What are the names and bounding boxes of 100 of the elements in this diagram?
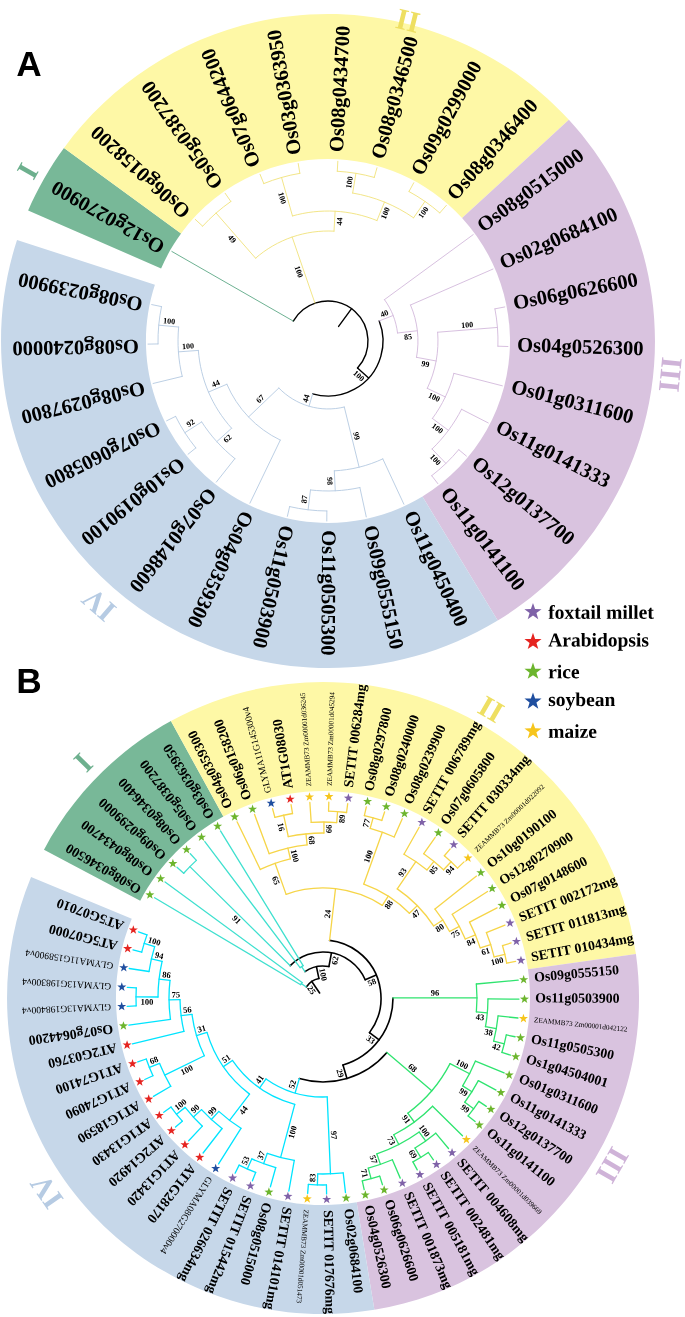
bootstrap-value: 100 <box>180 1065 193 1075</box>
bootstrap-value: 100 <box>174 1099 187 1111</box>
gene-label: AT1G08030 <box>272 719 293 788</box>
bootstrap-value: 100 <box>431 423 443 434</box>
bootstrap-value: 87 <box>301 495 308 504</box>
gene-label: Os08g0240000 <box>13 336 138 356</box>
bootstrap-value: 100 <box>141 999 153 1005</box>
gene-label: GLYMA13G198400v4 <box>22 1003 111 1014</box>
gene-label: Os07g0644200 <box>29 1024 113 1045</box>
bootstrap-value: 96 <box>431 990 439 996</box>
gene-label: GLYMA13G198300v4 <box>22 978 111 990</box>
bootstrap-value: 100 <box>491 957 504 966</box>
bootstrap-value: 41 <box>256 1075 265 1084</box>
gene-label: SETIT 017676mg <box>322 1210 335 1314</box>
bootstrap-value: 68 <box>408 1064 417 1073</box>
bootstrap-value: 49 <box>228 236 236 243</box>
bootstrap-value: 99 <box>353 431 360 440</box>
bootstrap-value: 53 <box>241 1156 250 1166</box>
bootstrap-value: 62 <box>223 434 232 443</box>
bootstrap-value: 56 <box>183 1006 192 1014</box>
gene-label: Os11g0503900 <box>535 993 619 1006</box>
bootstrap-value: 33 <box>365 1035 375 1044</box>
bootstrap-value: 84 <box>466 938 476 946</box>
legend-label: soybean <box>548 692 616 711</box>
bootstrap-value: 100 <box>353 370 365 381</box>
clade-numeral: III <box>595 1145 629 1185</box>
bootstrap-value: 100 <box>346 176 353 189</box>
bootstrap-value: 67 <box>256 394 264 403</box>
bootstrap-value: 75 <box>172 991 180 998</box>
bootstrap-value: 89 <box>339 814 345 823</box>
bootstrap-value: 69 <box>409 1150 417 1159</box>
bootstrap-value: 66 <box>326 824 332 833</box>
bootstrap-value: 100 <box>461 321 473 328</box>
clade-numeral: II <box>395 8 421 33</box>
bootstrap-value: 85 <box>404 333 412 340</box>
panel-letter: B <box>18 668 41 694</box>
bootstrap-value: 42 <box>491 1043 501 1051</box>
bootstrap-value: 83 <box>309 1173 316 1182</box>
bootstrap-value: 62 <box>331 956 339 965</box>
bootstrap-value: 100 <box>455 1059 469 1069</box>
gene-label: Os11g0505300 <box>317 531 336 655</box>
bootstrap-value: 92 <box>186 419 196 428</box>
bootstrap-value: 100 <box>288 1126 297 1139</box>
bootstrap-value: 94 <box>445 865 455 875</box>
bootstrap-value: 100 <box>428 393 440 402</box>
bootstrap-value: 91 <box>401 1115 411 1125</box>
legend-label: rice <box>548 664 580 679</box>
bootstrap-value: 44 <box>240 1105 248 1115</box>
bootstrap-value: 100 <box>418 1124 430 1137</box>
bootstrap-value: 44 <box>336 217 343 226</box>
bootstrap-value: 100 <box>364 850 373 863</box>
bootstrap-value: 100 <box>290 849 299 862</box>
bootstrap-value: 51 <box>221 1054 231 1063</box>
clade-numeral: IV <box>80 592 118 623</box>
bootstrap-value: 100 <box>418 206 429 219</box>
panel-letter: A <box>17 51 41 77</box>
bootstrap-value: 100 <box>429 454 441 465</box>
clade-numeral: IV <box>29 1179 64 1210</box>
bootstrap-value: 100 <box>148 937 161 946</box>
bootstrap-value: 44 <box>212 379 220 387</box>
bootstrap-value: 37 <box>257 1150 265 1160</box>
bootstrap-value: 47 <box>412 909 420 919</box>
bootstrap-value: 40 <box>381 310 389 317</box>
bootstrap-value: 91 <box>231 915 241 925</box>
bootstrap-value: 44 <box>303 394 310 403</box>
bootstrap-value: 93 <box>398 868 407 878</box>
bootstrap-value: 43 <box>475 1014 484 1021</box>
bootstrap-value: 38 <box>484 1029 493 1036</box>
gene-label: Os04g0526300 <box>518 338 643 358</box>
bootstrap-value: 73 <box>387 1136 395 1145</box>
bootstrap-value: 100 <box>319 968 327 981</box>
bootstrap-value: 77 <box>362 818 370 828</box>
bootstrap-value: 80 <box>435 924 444 932</box>
clade-numeral: I <box>72 752 94 773</box>
bootstrap-value: 100 <box>294 266 303 278</box>
bootstrap-value: 99 <box>421 361 430 368</box>
bootstrap-value: 88 <box>384 900 393 909</box>
bootstrap-value: 71 <box>360 1168 368 1178</box>
bootstrap-value: 100 <box>381 207 390 220</box>
bootstrap-value: 58 <box>367 978 377 987</box>
bootstrap-value: 86 <box>162 971 171 979</box>
bootstrap-value: 68 <box>150 1056 159 1064</box>
legend-label: foxtail millet <box>548 605 654 619</box>
bootstrap-value: 98 <box>327 477 333 485</box>
bootstrap-value: 99 <box>460 1104 470 1113</box>
legend-label: maize <box>548 724 597 739</box>
gene-label: Os09g0555150 <box>534 965 619 982</box>
bootstrap-value: 90 <box>190 1104 200 1114</box>
bootstrap-value: 99 <box>458 1088 468 1096</box>
legend-label: Arabidopsis <box>548 632 649 651</box>
gene-label: Os03g0363950 <box>267 30 301 154</box>
bootstrap-value: 100 <box>163 318 175 325</box>
bootstrap-value: 85 <box>429 865 438 875</box>
bootstrap-value: 61 <box>481 947 491 955</box>
gene-label: Os02g0684100 <box>344 1209 363 1293</box>
bootstrap-value: 24 <box>324 910 331 919</box>
clade-numeral: III <box>659 357 682 392</box>
clade-numeral: I <box>16 162 39 181</box>
bootstrap-value: 16 <box>277 823 285 832</box>
bootstrap-value: 68 <box>308 836 315 845</box>
